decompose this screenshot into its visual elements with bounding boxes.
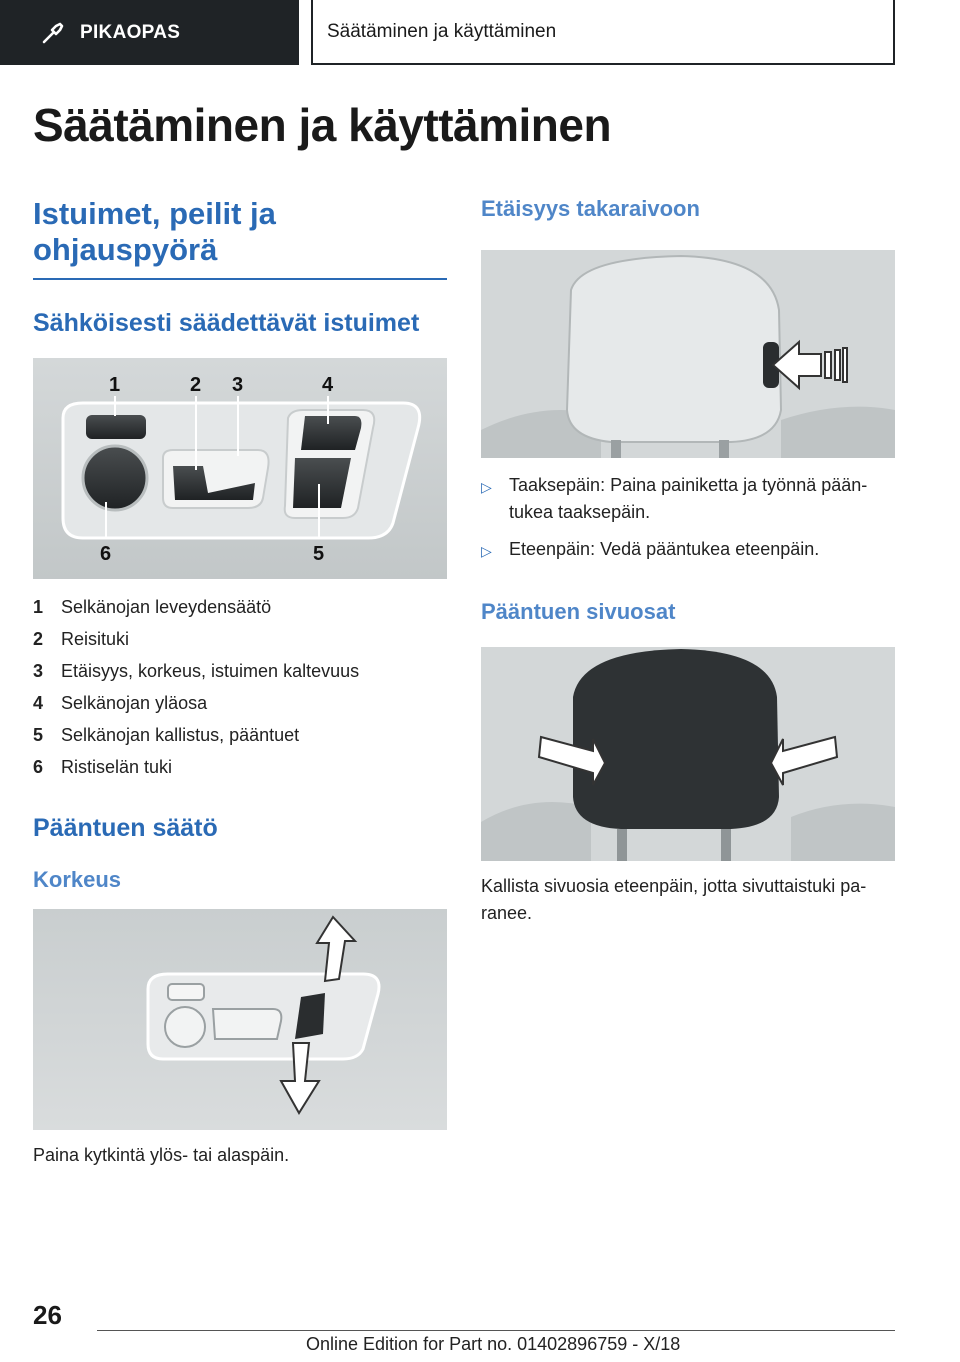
list-item: 1 Selkänojan leveydensäätö [33,591,447,623]
wrench-icon [42,22,64,43]
header-tab[interactable]: PIKAOPAS [0,0,299,65]
list-item: 3 Etäisyys, korkeus, istuimen kaltevuus [33,655,447,687]
page-number: 26 [33,1300,62,1330]
breadcrumb: Säätäminen ja käyttäminen [311,0,895,65]
callout-3: 3 [232,374,243,396]
seat-controls-figure: 1 2 3 4 5 6 [33,358,447,579]
breadcrumb-text: Säätäminen ja käyttäminen [327,20,557,42]
section-rule [33,278,447,280]
item-text: Etäisyys, korkeus, istuimen kaltevuus [61,661,360,681]
item-number: 5 [33,725,44,745]
electric-seats-title: Sähköisesti säädettävät istuimet [33,309,420,337]
callout-4: 4 [322,374,334,396]
seat-controls-list: 1 Selkänojan leveydensäätö 2 Reisituki 3 Et… [33,591,447,783]
distance-title: Etäisyys takaraivoon [481,196,700,221]
list-item: ▷ Taaksepäin: Paina painiketta ja työnnä … [481,472,895,526]
item-text: Taaksepäin: Paina painiketta ja työnnä p… [509,475,868,522]
footer-edition: Online Edition for Part no. 01402896759 … [306,1334,681,1354]
section-title: Istuimet, peilit ja ohjauspyörä [33,196,447,268]
item-number: 1 [33,597,44,617]
item-text: Selkänojan yläosa [61,693,208,713]
callout-1: 1 [109,374,120,396]
list-item: ▷ Eteenpäin: Vedä pääntukea eteenpäin. [481,536,895,565]
footer-rule [97,1330,895,1331]
headrest-side-figure [481,647,895,861]
list-item: 5 Selkänojan kallistus, pääntuet [33,719,447,751]
height-adjust-figure [33,909,447,1130]
height-title: Korkeus [33,867,122,892]
list-item: 6 Ristiselän tuki [33,751,447,783]
item-number: 2 [33,629,44,649]
item-number: 3 [33,661,44,681]
triangle-bullet-icon: ▷ [481,479,492,495]
height-caption: Paina kytkintä ylös- tai alaspäin. [33,1145,290,1165]
headrest-distance-figure [481,250,895,458]
item-text: Ristiselän tuki [61,757,173,777]
page-title: Säätäminen ja käyttäminen [33,99,612,151]
section-title-line2: ohjauspyörä [33,232,218,267]
item-text: Eteenpäin: Vedä pääntukea eteenpäin. [509,539,820,559]
item-text: Selkänojan leveydensäätö [61,597,272,617]
list-item: 2 Reisituki [33,623,447,655]
side-caption: Kallista sivuosia eteenpäin, jotta sivut… [481,876,867,923]
item-text: Reisituki [61,629,130,649]
triangle-bullet-icon: ▷ [481,543,492,559]
callout-5: 5 [313,543,324,565]
item-number: 6 [33,757,44,777]
side-title: Pääntuen sivuosat [481,599,676,624]
right-column: Etäisyys takaraivoon ▷ Taaksepäin: Paina … [481,196,895,927]
item-text: Selkänojan kallistus, pääntuet [61,725,300,745]
callout-6: 6 [100,543,111,565]
distance-list: ▷ Taaksepäin: Paina painiketta ja työnnä … [481,472,895,565]
list-item: 4 Selkänojan yläosa [33,687,447,719]
section-title-line1: Istuimet, peilit ja [33,196,276,231]
left-column: Istuimet, peilit ja ohjauspyörä Sähköise… [33,196,447,1169]
tab-label: PIKAOPAS [80,21,181,43]
callout-2: 2 [190,374,201,396]
item-number: 4 [33,693,44,713]
headrest-title: Pääntuen säätö [33,814,218,842]
